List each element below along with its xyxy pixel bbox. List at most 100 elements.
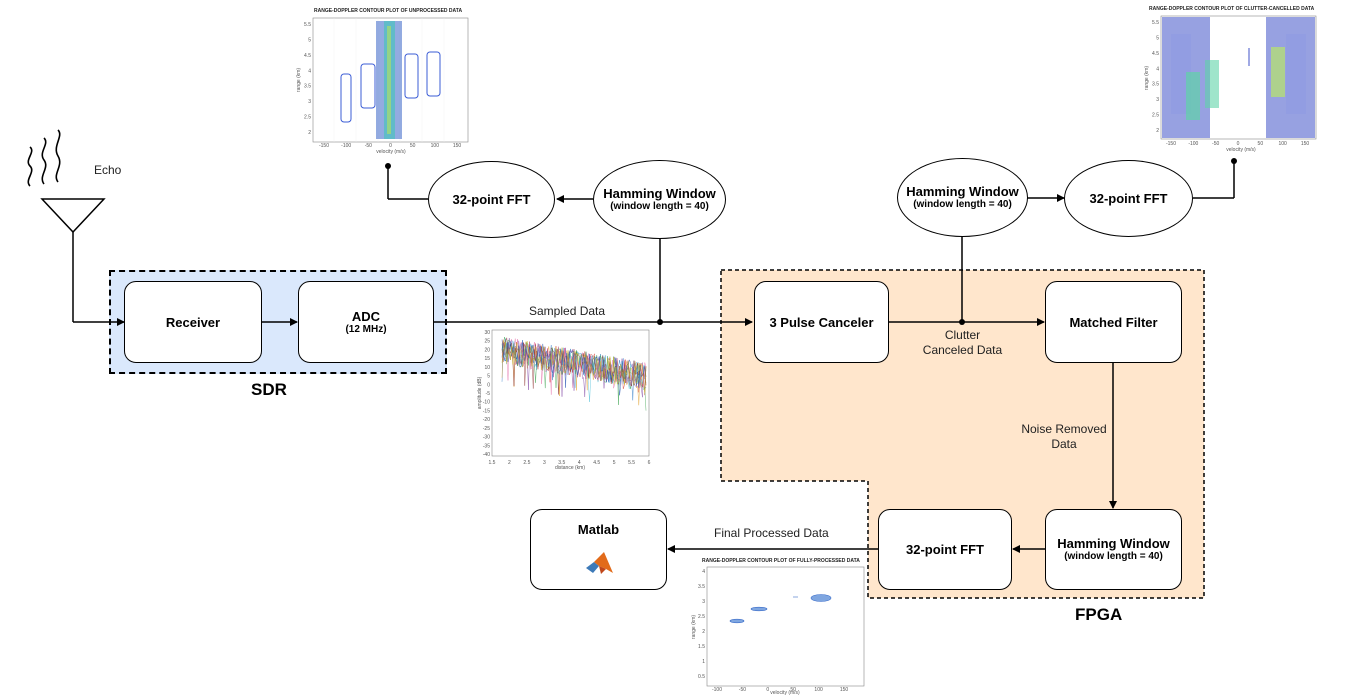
plot-title: RANGE-DOPPLER CONTOUR PLOT OF CLUTTER-CA…: [1149, 6, 1315, 12]
x-tick-label: 3: [543, 460, 546, 466]
y-tick-label: 2.5: [698, 614, 705, 620]
x-tick-label: 2.5: [523, 460, 530, 466]
x-tick-label: -150: [319, 143, 329, 149]
y-tick-label: 2: [1156, 128, 1159, 134]
plot-clutter-cancelled: RANGE-DOPPLER CONTOUR PLOT OF CLUTTER-CA…: [1141, 4, 1326, 156]
x-axis-label: velocity (m/s): [770, 690, 800, 696]
y-tick-label: 0: [487, 382, 490, 388]
signal-trace: [501, 339, 647, 396]
y-tick-label: 3: [308, 99, 311, 105]
y-tick-label: 3: [1156, 97, 1159, 103]
receiver-block[interactable]: Receiver: [124, 281, 262, 363]
sampled-data-label: Sampled Data: [529, 304, 606, 318]
y-tick-label: -20: [483, 417, 490, 423]
y-axis-label: range (km): [691, 615, 697, 640]
y-tick-label: 5.5: [304, 22, 311, 28]
y-tick-label: -30: [483, 435, 490, 441]
adc-label: ADC: [351, 308, 381, 324]
x-tick-label: 0: [1237, 141, 1240, 147]
y-tick-label: 2: [308, 130, 311, 136]
y-axis-label: range (km): [1144, 66, 1150, 91]
plot-unprocessed: RANGE-DOPPLER CONTOUR PLOT OF UNPROCESSE…: [294, 6, 476, 156]
x-tick-label: 2: [508, 460, 511, 466]
sdr-label: SDR: [251, 380, 287, 399]
y-axis-label: range (km): [296, 68, 302, 93]
matched-filter-block[interactable]: Matched Filter: [1045, 281, 1182, 363]
x-tick-label: 5.5: [628, 460, 635, 466]
fft-label: 32-point FFT: [452, 192, 531, 207]
fft-unprocessed[interactable]: 32-point FFT: [428, 161, 555, 238]
x-tick-label: -100: [1188, 141, 1198, 147]
x-tick-label: -50: [739, 687, 746, 693]
y-tick-label: 30: [484, 330, 490, 336]
y-tick-label: 1.5: [698, 644, 705, 650]
y-tick-label: -35: [483, 443, 490, 449]
x-tick-label: 150: [1301, 141, 1310, 147]
matlab-label: Matlab: [577, 522, 620, 537]
y-tick-label: 5: [308, 37, 311, 43]
x-tick-label: 5: [613, 460, 616, 466]
hamming-sub: (window length = 40): [913, 199, 1012, 210]
y-tick-label: 3.5: [1152, 82, 1159, 88]
y-tick-label: 4: [1156, 66, 1159, 72]
y-tick-label: -40: [483, 452, 490, 458]
y-tick-label: 3: [702, 599, 705, 605]
clutter-label-line1: Clutter: [944, 328, 981, 342]
hamming-label: Hamming Window: [1057, 536, 1170, 551]
hamming-label: Hamming Window: [603, 186, 716, 201]
y-tick-label: 2: [702, 629, 705, 635]
x-tick-label: 50: [410, 143, 416, 149]
y-tick-label: 10: [484, 365, 490, 371]
x-tick-label: 150: [453, 143, 462, 149]
hamming-window-block[interactable]: Hamming Window (window length = 40): [1045, 509, 1182, 590]
plot-title: RANGE-DOPPLER CONTOUR PLOT OF UNPROCESSE…: [314, 8, 463, 14]
x-tick-label: 4.5: [593, 460, 600, 466]
signal-trace: [501, 341, 647, 393]
adc-rate: (12 MHz): [345, 323, 387, 335]
x-tick-label: -50: [365, 143, 372, 149]
fpga-label: FPGA: [1075, 605, 1123, 624]
fft-clutter-cancelled[interactable]: 32-point FFT: [1064, 160, 1193, 237]
fft-label: 32-point FFT: [1089, 191, 1168, 206]
x-tick-label: 150: [840, 687, 849, 693]
clutter-label-line2: Canceled Data: [922, 343, 1003, 357]
y-tick-label: 2.5: [1152, 113, 1159, 119]
y-tick-label: -10: [483, 400, 490, 406]
noise-label-line1: Noise Removed: [1021, 422, 1107, 436]
y-tick-label: 0.5: [698, 674, 705, 680]
pulse-canceler-block[interactable]: 3 Pulse Canceler: [754, 281, 889, 363]
hamming-window-unprocessed[interactable]: Hamming Window (window length = 40): [593, 160, 726, 239]
pulse-canceler-label: 3 Pulse Canceler: [769, 314, 874, 330]
fft-block[interactable]: 32-point FFT: [878, 509, 1012, 590]
y-tick-label: -15: [483, 408, 490, 414]
x-tick-label: 0: [766, 687, 769, 693]
y-tick-label: 4.5: [1152, 51, 1159, 57]
x-tick-label: 100: [1278, 141, 1287, 147]
x-tick-label: 100: [431, 143, 440, 149]
y-tick-label: 4: [702, 569, 705, 575]
x-tick-label: 6: [648, 460, 651, 466]
hamming-window-clutter-cancelled[interactable]: Hamming Window (window length = 40): [897, 158, 1028, 237]
x-tick-label: -100: [712, 687, 722, 693]
y-tick-label: 25: [484, 339, 490, 345]
y-axis-label: amplitude (dB): [477, 376, 483, 409]
x-tick-label: 0: [389, 143, 392, 149]
y-tick-label: -5: [486, 391, 491, 397]
x-tick-label: 4: [578, 460, 581, 466]
plot-title: RANGE-DOPPLER CONTOUR PLOT OF FULLY-PROC…: [702, 558, 860, 564]
adc-block[interactable]: ADC (12 MHz): [298, 281, 434, 363]
y-tick-label: 5.5: [1152, 20, 1159, 26]
fft-label: 32-point FFT: [906, 542, 984, 557]
x-tick-label: -150: [1166, 141, 1176, 147]
x-tick-label: 1.5: [489, 460, 496, 466]
x-tick-label: -50: [1212, 141, 1219, 147]
y-tick-label: 3.5: [304, 84, 311, 90]
matlab-block[interactable]: Matlab: [530, 509, 667, 590]
x-axis-label: velocity (m/s): [376, 149, 406, 155]
x-axis-label: velocity (m/s): [1226, 147, 1256, 153]
